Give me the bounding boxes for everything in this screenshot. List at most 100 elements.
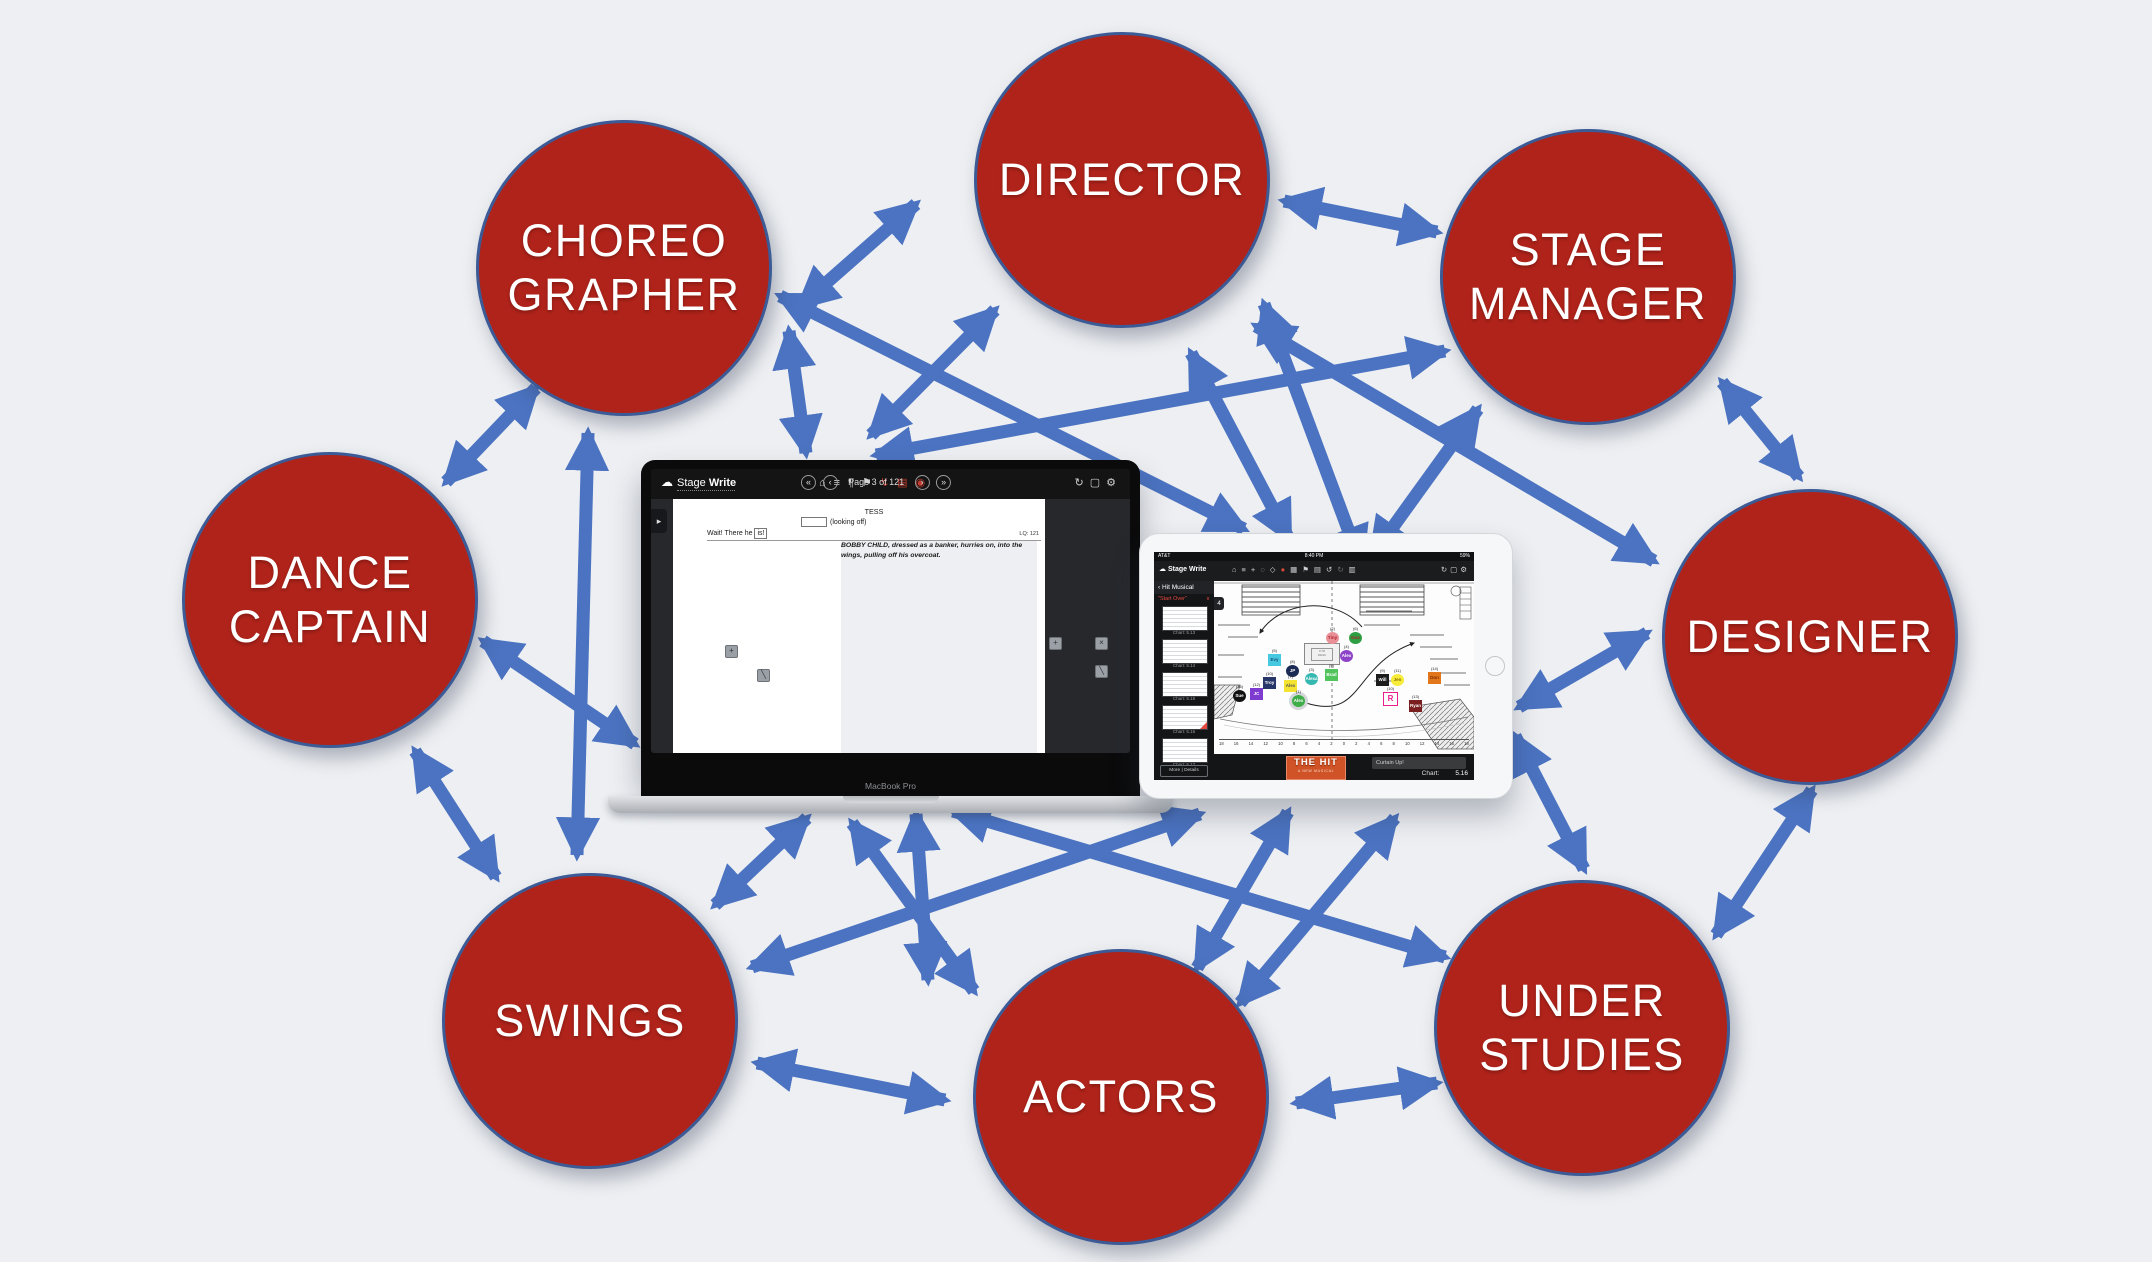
- annotation-handle[interactable]: +: [1049, 637, 1062, 650]
- token-name: Alex: [1340, 650, 1353, 662]
- toolbar-icon[interactable]: ◇: [1269, 565, 1281, 574]
- more-details-button[interactable]: More | Details: [1160, 765, 1208, 777]
- performer-token[interactable]: (14)Don: [1428, 667, 1441, 684]
- node-label: SWINGS: [494, 995, 686, 1046]
- toolbar-icon[interactable]: ⚑: [1302, 565, 1314, 574]
- chart-number: Chart:5.16: [1421, 770, 1468, 777]
- thumbnail-caption: Chart: 5.13: [1172, 630, 1196, 635]
- chart-thumbnail[interactable]: Chart: 5.15: [1154, 672, 1214, 703]
- macbook-notch: [842, 796, 939, 803]
- double-arrow: [1716, 376, 1805, 483]
- annotation-handle[interactable]: ╲: [1095, 665, 1108, 678]
- performer-token[interactable]: (3)Alexa: [1305, 668, 1318, 685]
- node-label: DIRECTOR: [998, 154, 1246, 205]
- performer-token[interactable]: (7)Alex: [1284, 675, 1297, 692]
- chevron-down-icon: ∨: [1205, 596, 1210, 602]
- back-to-show-button[interactable]: ‹ Hit Musical: [1154, 581, 1214, 594]
- node-label: MANAGER: [1468, 278, 1708, 329]
- chart-thumbnail[interactable]: Chart: 5.16: [1154, 705, 1214, 736]
- node-label: ACTORS: [1023, 1071, 1219, 1122]
- toolbar-icon[interactable]: ↻: [1337, 565, 1349, 574]
- toolbar-icon[interactable]: ↻: [1440, 565, 1451, 574]
- chart-thumbnail[interactable]: Chart: 5.14: [1154, 639, 1214, 670]
- next-page-button[interactable]: ›: [914, 475, 930, 490]
- performer-token[interactable]: (9)Will: [1376, 669, 1389, 686]
- cloud-icon: ☁: [1159, 566, 1166, 573]
- script-page: TESS(looking off)Wait! There he is!LQ: 1…: [673, 499, 1045, 753]
- toolbar-icon[interactable]: ⌂: [1232, 565, 1242, 574]
- token-number: (5): [1272, 648, 1277, 653]
- macbook-device: ☁Stage Write ⌂≡¶⚑↯▤◉ « ‹ Page 3 of 121 ›…: [608, 460, 1206, 813]
- ruler-number: 6: [1305, 741, 1308, 746]
- double-arrow: [750, 1048, 952, 1115]
- token-number: (1): [1296, 689, 1301, 694]
- node-label: STAGE: [1509, 224, 1667, 275]
- script-line-stage: BOBBY CHILD, dressed as a banker, hurrie…: [841, 540, 1037, 753]
- chart-note-field[interactable]: Curtain Up!: [1372, 757, 1466, 769]
- node-label: GRAPHER: [507, 269, 741, 320]
- thumbnail-image: [1162, 672, 1208, 697]
- performer-token[interactable]: (10)Troy: [1263, 672, 1276, 689]
- annotation-handle[interactable]: +: [725, 645, 738, 658]
- toolbar-icon[interactable]: ▤: [1313, 565, 1327, 574]
- prev-page-button[interactable]: ‹: [822, 475, 838, 490]
- performer-token[interactable]: (10)R: [1383, 687, 1398, 706]
- ruler-number: 16: [1449, 741, 1454, 746]
- performer-token[interactable]: (5)Evy: [1268, 649, 1281, 666]
- annotation-box[interactable]: [801, 517, 827, 527]
- last-page-button[interactable]: »: [936, 475, 952, 490]
- token-name: Alex: [1284, 680, 1297, 692]
- node-swings: SWINGS: [442, 873, 738, 1169]
- double-arrow: [710, 813, 812, 910]
- performer-token[interactable]: (1)Alex: [1292, 690, 1305, 707]
- token-number: (4): [1344, 644, 1349, 649]
- performer-token[interactable]: (6)Gus: [1349, 627, 1362, 644]
- toolbar-icon[interactable]: ⚙: [1106, 477, 1122, 489]
- panel-toggle[interactable]: ▸: [651, 509, 667, 533]
- chart-thumbnail[interactable]: Chart: 5.17: [1154, 738, 1214, 769]
- home-button[interactable]: [1485, 656, 1505, 676]
- ipad-device: AT&T 8:40 PM 59% ☁ Stage Write ⌂≡+◌◇●▦⚑▤…: [1139, 533, 1513, 799]
- annotation-box[interactable]: is!: [754, 527, 768, 539]
- ipad-screen: AT&T 8:40 PM 59% ☁ Stage Write ⌂≡+◌◇●▦⚑▤…: [1154, 552, 1474, 780]
- token-number: (7): [1288, 674, 1293, 679]
- toolbar-icon[interactable]: ▦: [1290, 565, 1303, 574]
- toolbar-icon[interactable]: +: [1250, 565, 1261, 574]
- performer-token[interactable]: (9)Brad: [1325, 664, 1338, 681]
- toolbar-icon[interactable]: ▥: [1348, 565, 1361, 574]
- toolbar-icon[interactable]: ↻: [1074, 477, 1090, 489]
- token-number: (3): [1309, 667, 1314, 672]
- annotation-handle[interactable]: ×: [1095, 637, 1108, 650]
- stagewrite-logo: ☁ Stage Write: [1159, 566, 1207, 573]
- double-arrow: [1710, 784, 1818, 941]
- performer-token[interactable]: (11)Jen: [1391, 669, 1404, 686]
- toolbar-icon[interactable]: ↺: [1326, 565, 1338, 574]
- double-arrow: [946, 800, 1452, 968]
- performer-token[interactable]: (8)JP: [1286, 660, 1299, 677]
- macbook-base: [608, 796, 1173, 813]
- annotation-handle[interactable]: ╲: [757, 669, 770, 682]
- performer-token[interactable]: (13)Ryan: [1409, 695, 1422, 712]
- ruler-number: 18: [1464, 741, 1469, 746]
- performer-token[interactable]: (16)Sue: [1233, 685, 1246, 702]
- performer-token[interactable]: (4)Alex: [1340, 645, 1353, 662]
- toolbar-icon[interactable]: ≡: [1241, 565, 1251, 574]
- node-dance-captain: DANCE CAPTAIN: [182, 452, 478, 748]
- scene-group-row[interactable]: "Start Over" ∨: [1158, 596, 1210, 602]
- double-arrow: [477, 635, 641, 750]
- toolbar-icon[interactable]: ▢: [1089, 477, 1107, 489]
- performer-token[interactable]: (12)JC: [1250, 683, 1263, 700]
- toolbar-icon[interactable]: ◌: [1260, 565, 1270, 574]
- chart-thumbnail[interactable]: Chart: 5.13: [1154, 606, 1214, 637]
- token-number: (16): [1235, 684, 1244, 689]
- toolbar-icon[interactable]: ⚙: [1460, 565, 1470, 574]
- performer-token[interactable]: (2)Tiny: [1326, 627, 1339, 644]
- first-page-button[interactable]: «: [801, 475, 817, 490]
- toolbar-icon[interactable]: ▢: [1450, 565, 1461, 574]
- toolbar-icon[interactable]: ●: [1280, 565, 1291, 574]
- token-name: Brad: [1325, 669, 1338, 681]
